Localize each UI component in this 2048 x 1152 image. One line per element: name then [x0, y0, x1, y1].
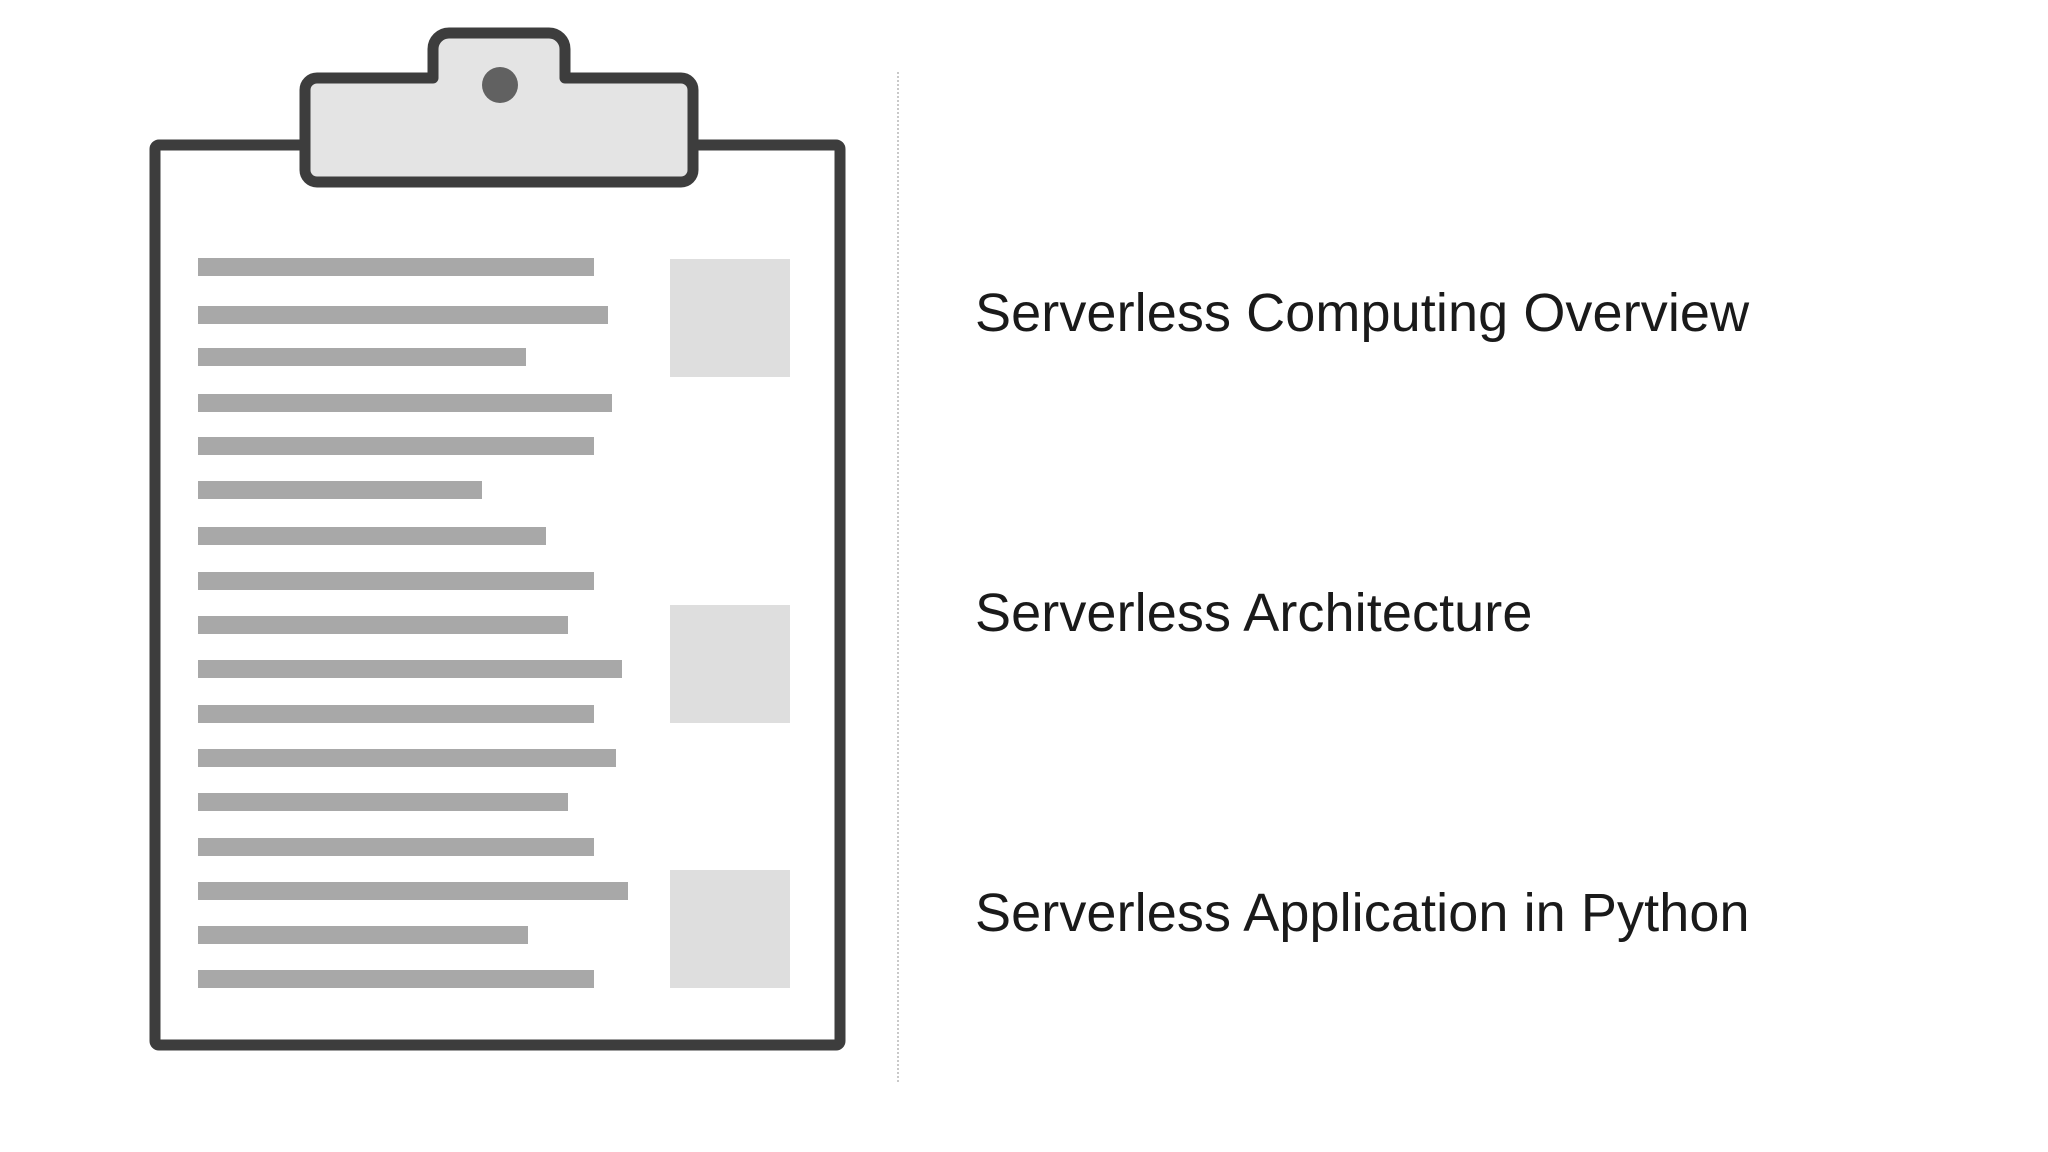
topic-item-serverless-application-in-python[interactable]: Serverless Application in Python — [975, 883, 1750, 943]
vertical-dotted-divider — [897, 72, 899, 1082]
document-image-blocks — [670, 259, 790, 988]
clip-hole-icon — [482, 67, 518, 103]
text-line — [198, 793, 568, 811]
topic-item-serverless-architecture[interactable]: Serverless Architecture — [975, 583, 1533, 643]
clipboard-illustration — [0, 0, 900, 1152]
document-text-lines — [198, 258, 628, 988]
text-line — [198, 527, 546, 545]
text-line — [198, 348, 526, 366]
image-placeholder-block — [670, 870, 790, 988]
clipboard-graphic — [149, 27, 846, 1051]
image-placeholder-block — [670, 259, 790, 377]
text-line — [198, 749, 616, 767]
text-line — [198, 882, 628, 900]
text-line — [198, 926, 528, 944]
clipboard-clip — [299, 27, 699, 188]
text-line — [198, 616, 568, 634]
text-line — [198, 838, 594, 856]
text-line — [198, 437, 594, 455]
text-line — [198, 660, 622, 678]
text-line — [198, 970, 594, 988]
text-line — [198, 306, 608, 324]
topic-item-serverless-computing-overview[interactable]: Serverless Computing Overview — [975, 283, 1750, 343]
text-line — [198, 394, 612, 412]
text-line — [198, 572, 594, 590]
image-placeholder-block — [670, 605, 790, 723]
text-line — [198, 481, 482, 499]
text-line — [198, 705, 594, 723]
text-line — [198, 258, 594, 276]
topic-list: Serverless Computing Overview Serverless… — [975, 0, 1995, 1152]
